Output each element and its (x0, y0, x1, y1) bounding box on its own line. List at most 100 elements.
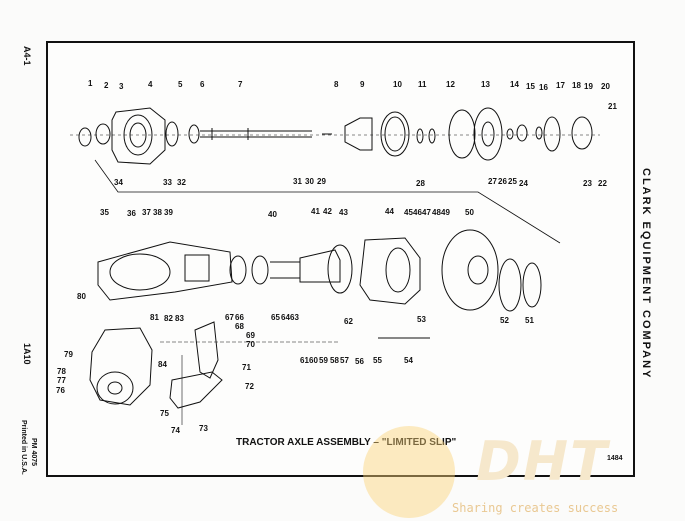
callout-50: 50 (465, 208, 474, 217)
callout-53: 53 (417, 315, 426, 324)
callout-19: 19 (584, 82, 593, 91)
callout-44: 44 (385, 207, 394, 216)
axle-housing-shape (97, 241, 301, 301)
callout-23: 23 (583, 179, 592, 188)
callout-61: 61 (300, 356, 309, 365)
callout-52: 52 (500, 316, 509, 325)
callout-57: 57 (340, 356, 349, 365)
callout-76: 76 (56, 386, 65, 395)
callout-54: 54 (404, 356, 413, 365)
callout-40: 40 (268, 210, 277, 219)
callout-16: 16 (539, 83, 548, 92)
callout-35: 35 (100, 208, 109, 217)
callout-67: 67 (225, 313, 234, 322)
callout-41: 41 (311, 207, 320, 216)
brake-drum-shape (299, 229, 542, 339)
callout-31: 31 (293, 177, 302, 186)
callout-66: 66 (235, 313, 244, 322)
callout-72: 72 (245, 382, 254, 391)
callout-80: 80 (77, 292, 86, 301)
callout-3: 3 (119, 82, 124, 91)
callout-24: 24 (519, 179, 528, 188)
form-number: PM 4075 (30, 438, 37, 467)
differential-shape (89, 321, 340, 425)
callout-64: 64 (281, 313, 290, 322)
callout-37: 37 (142, 208, 151, 217)
callout-74: 74 (171, 426, 180, 435)
callout-83: 83 (175, 314, 184, 323)
callout-62: 62 (344, 317, 353, 326)
figure-caption: TRACTOR AXLE ASSEMBLY – "LIMITED SLIP" (236, 437, 457, 448)
callout-77: 77 (57, 376, 66, 385)
callout-26: 26 (498, 177, 507, 186)
callout-46: 46 (413, 208, 422, 217)
callout-11: 11 (418, 80, 427, 89)
callout-36: 36 (127, 209, 136, 218)
callout-18: 18 (572, 81, 581, 90)
callout-30: 30 (305, 177, 314, 186)
callout-13: 13 (481, 80, 490, 89)
callout-22: 22 (598, 179, 607, 188)
callout-9: 9 (360, 80, 365, 89)
callout-68: 68 (235, 322, 244, 331)
callout-5: 5 (178, 80, 183, 89)
callout-47: 47 (422, 208, 431, 217)
watermark-circle (363, 426, 455, 518)
callout-33: 33 (163, 178, 172, 187)
callout-51: 51 (525, 316, 534, 325)
callout-79: 79 (64, 350, 73, 359)
watermark-slogan: Sharing creates success (452, 501, 619, 515)
axle-shaft-shape (200, 128, 332, 140)
callout-2: 2 (104, 81, 109, 90)
callout-17: 17 (556, 81, 565, 90)
figure-number: 1484 (607, 455, 623, 462)
callout-8: 8 (334, 80, 339, 89)
callout-55: 55 (373, 356, 382, 365)
callout-71: 71 (242, 363, 251, 372)
watermark-logo: DHT (476, 430, 609, 493)
callout-1: 1 (88, 79, 93, 88)
callout-25: 25 (508, 177, 517, 186)
callout-15: 15 (526, 82, 535, 91)
page-code-top: A4-1 (22, 46, 32, 66)
callout-82: 82 (164, 314, 173, 323)
callout-29: 29 (317, 177, 326, 186)
callout-10: 10 (393, 80, 402, 89)
callout-12: 12 (446, 80, 455, 89)
brake-set-top-shape (344, 107, 593, 161)
printed-note: Printed in U.S.A. (20, 420, 27, 475)
callout-56: 56 (355, 357, 364, 366)
callout-58: 58 (330, 356, 339, 365)
callout-34: 34 (114, 178, 123, 187)
callout-81: 81 (150, 313, 159, 322)
callout-21: 21 (608, 102, 617, 111)
callout-73: 73 (199, 424, 208, 433)
diagram-frame (46, 41, 635, 477)
callout-20: 20 (601, 82, 610, 91)
callout-4: 4 (148, 80, 153, 89)
callout-49: 49 (441, 208, 450, 217)
callout-63: 63 (290, 313, 299, 322)
callout-7: 7 (238, 80, 243, 89)
callout-84: 84 (158, 360, 167, 369)
callout-70: 70 (246, 340, 255, 349)
callout-69: 69 (246, 331, 255, 340)
callout-14: 14 (510, 80, 519, 89)
callout-6: 6 (200, 80, 205, 89)
page-code-mid: 1A10 (22, 343, 32, 365)
callout-65: 65 (271, 313, 280, 322)
callout-27: 27 (488, 177, 497, 186)
callout-43: 43 (339, 208, 348, 217)
callout-59: 59 (319, 356, 328, 365)
callout-32: 32 (177, 178, 186, 187)
hub-housing-shape (78, 107, 200, 165)
callout-42: 42 (323, 207, 332, 216)
callout-75: 75 (160, 409, 169, 418)
callout-48: 48 (432, 208, 441, 217)
callout-28: 28 (416, 179, 425, 188)
callout-78: 78 (57, 367, 66, 376)
callout-39: 39 (164, 208, 173, 217)
company-name: CLARK EQUIPMENT COMPANY (640, 168, 652, 380)
